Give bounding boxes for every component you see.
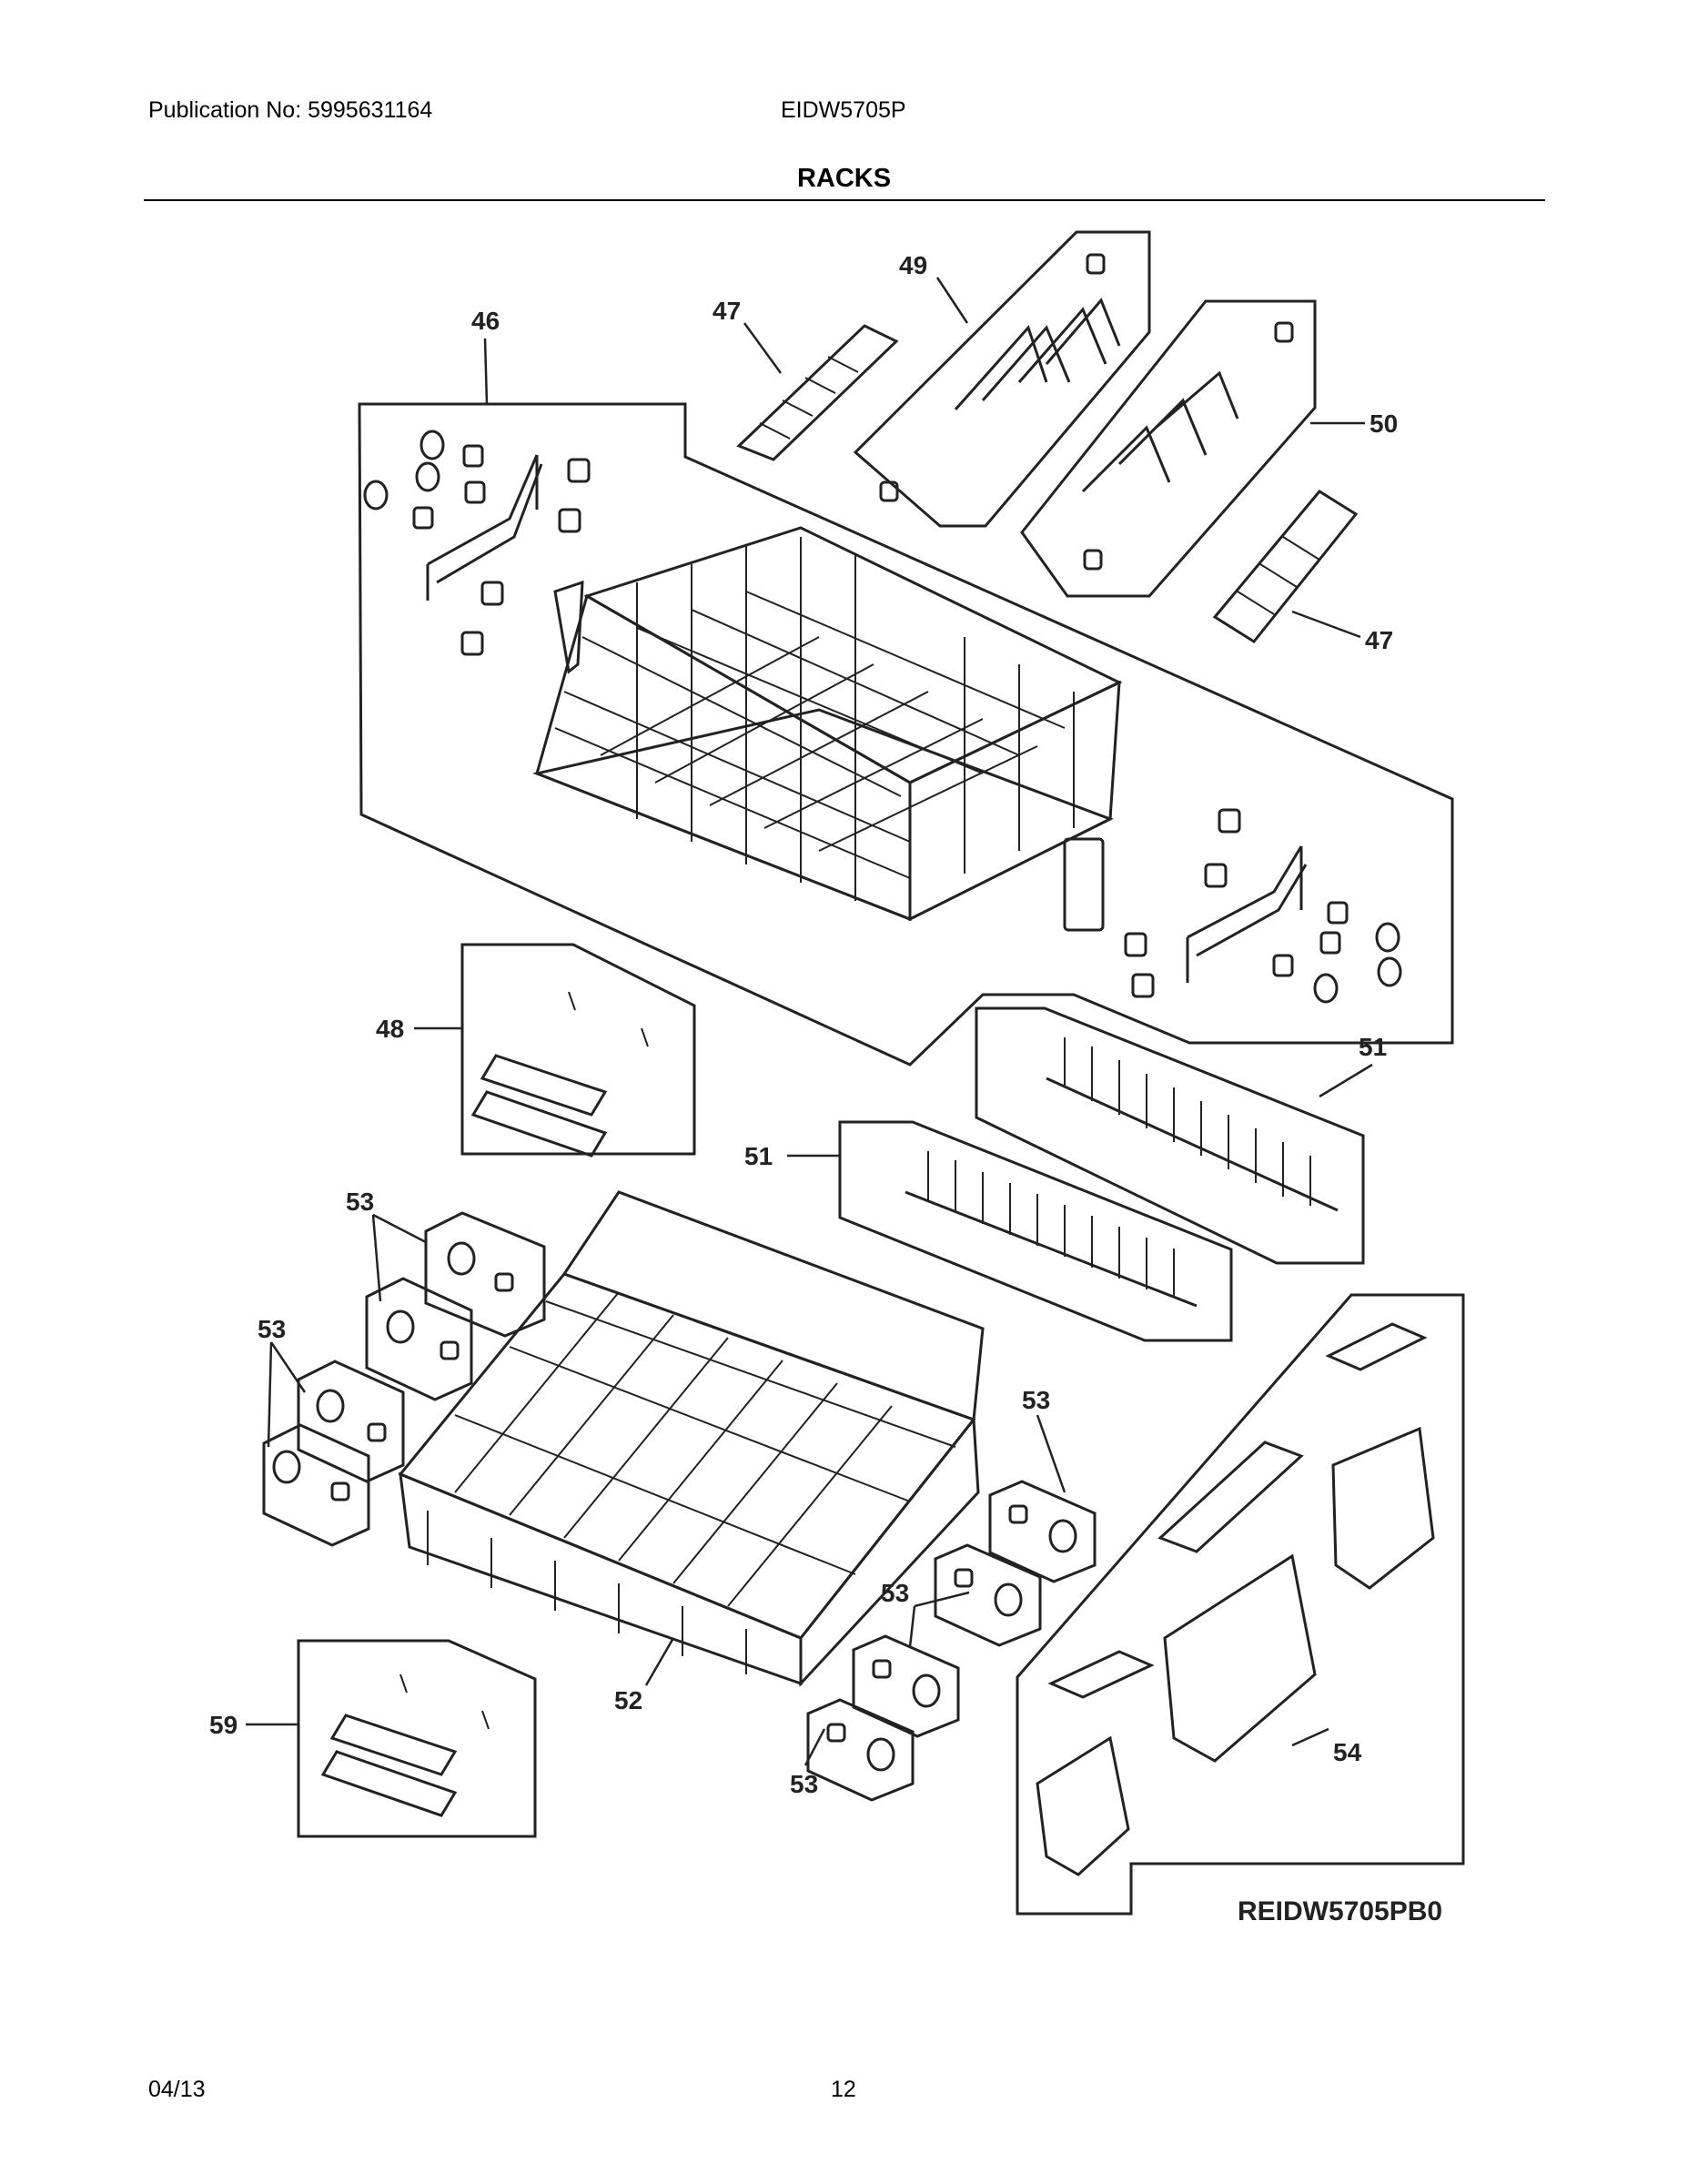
callout-51-upper: 51 bbox=[1359, 1033, 1387, 1061]
part-50-tines bbox=[1081, 321, 1294, 571]
wheel-kit-6 bbox=[934, 1543, 1042, 1647]
cutlery-tray-47-lower bbox=[1212, 490, 1359, 643]
callout-53-c: 53 bbox=[1022, 1386, 1050, 1414]
page-title: RACKS bbox=[796, 164, 892, 193]
publication-number: Publication No: 5995631164 bbox=[148, 97, 433, 123]
part-50-panel-outline bbox=[1020, 299, 1317, 598]
silverware-basket-set bbox=[1036, 1322, 1435, 1876]
diagram-reference-code: REIDW5705PB0 bbox=[1238, 1896, 1442, 1926]
wheel-kit-1 bbox=[424, 1211, 546, 1338]
page-number: 12 bbox=[831, 2077, 856, 2102]
wheel-kit-4 bbox=[262, 1423, 370, 1547]
callout-53-a: 53 bbox=[346, 1188, 374, 1216]
callout-numbers: 46 47 49 50 47 48 51 51 53 53 53 53 53 5… bbox=[209, 251, 1442, 1926]
part-49-tines bbox=[879, 253, 1121, 502]
header-rule bbox=[144, 199, 1545, 201]
callout-59: 59 bbox=[209, 1711, 238, 1739]
cutlery-tray-47-upper bbox=[736, 324, 899, 461]
callout-52: 52 bbox=[614, 1686, 642, 1714]
callout-53-e: 53 bbox=[790, 1770, 818, 1798]
part-51-upper-tines bbox=[1046, 1037, 1339, 1212]
part-51-lower-tines bbox=[905, 1151, 1198, 1308]
callout-54: 54 bbox=[1333, 1738, 1362, 1766]
part-49-panel-outline bbox=[853, 230, 1151, 528]
part-51-upper-panel-outline bbox=[975, 1006, 1365, 1265]
callout-50: 50 bbox=[1370, 410, 1398, 438]
callout-47-lower: 47 bbox=[1365, 626, 1393, 654]
wheel-kit-7 bbox=[852, 1634, 960, 1738]
upper-rack-basket bbox=[531, 526, 1123, 922]
part-48-handle bbox=[470, 991, 649, 1158]
part-51-lower-panel-outline bbox=[838, 1120, 1233, 1342]
lower-rack-basket bbox=[398, 1190, 985, 1687]
publication-date: 04/13 bbox=[148, 2077, 206, 2102]
wheel-kit-5 bbox=[988, 1480, 1097, 1583]
leader-lines bbox=[246, 277, 1373, 1766]
part-54-panel-outline bbox=[1016, 1293, 1465, 1916]
wheel-kit-53-group bbox=[262, 1211, 1097, 1802]
model-number: EIDW5705P bbox=[781, 97, 906, 123]
part-59-handle bbox=[320, 1673, 490, 1817]
wheel-kit-3 bbox=[297, 1360, 405, 1483]
upper-rack-group bbox=[358, 402, 1454, 1067]
upper-rack-panel-outline bbox=[358, 402, 1454, 1067]
upper-rack-hardware-left bbox=[363, 430, 591, 674]
part-59-panel-outline bbox=[297, 1639, 537, 1838]
wheel-kit-2 bbox=[365, 1277, 473, 1401]
callout-51-lower: 51 bbox=[744, 1142, 773, 1170]
wheel-kit-8 bbox=[806, 1698, 915, 1802]
callout-53-d: 53 bbox=[881, 1579, 909, 1607]
callout-53-b: 53 bbox=[258, 1315, 286, 1343]
callout-48: 48 bbox=[376, 1015, 404, 1043]
upper-rack-hardware-right bbox=[1063, 808, 1402, 1004]
callout-47-upper: 47 bbox=[713, 297, 741, 325]
part-48-panel-outline bbox=[460, 943, 696, 1156]
callout-46: 46 bbox=[471, 307, 500, 335]
callout-49: 49 bbox=[899, 251, 927, 279]
